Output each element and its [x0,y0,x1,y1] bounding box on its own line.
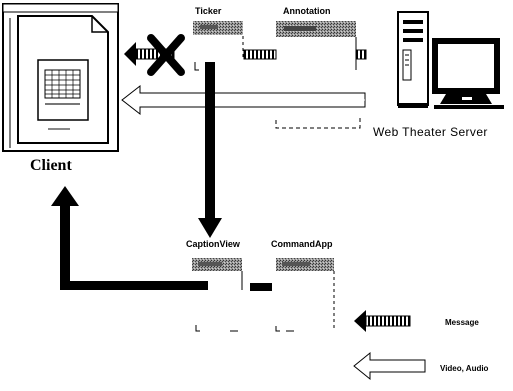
captionview-window [192,258,242,331]
legend-message-label: Message [445,319,479,327]
legend-video-audio-label: Video, Audio [440,365,488,373]
legend-message-icon [354,310,410,332]
commandapp-label: CommandApp [271,240,333,249]
server-label: Web Theater Server [373,126,488,138]
annotation-window [276,21,360,128]
message-link-annotation-server [356,50,366,59]
client-label: Client [30,158,72,174]
annotation-label: Annotation [283,7,331,16]
server-tower-icon [398,12,428,108]
message-link-ticker-annotation [244,50,276,59]
legend-video-audio-icon [354,353,425,379]
ticker-to-captionview-arrow [198,62,222,238]
monitor-icon [432,38,504,109]
commandapp-window [276,258,334,331]
captionview-commandapp-link [250,283,272,291]
captionview-to-client-arrow [51,186,208,290]
ticker-window [193,21,243,70]
captionview-label: CaptionView [186,240,240,249]
video-audio-stream-arrow [122,86,365,114]
document-icon [18,16,108,143]
ticker-label: Ticker [195,7,221,16]
